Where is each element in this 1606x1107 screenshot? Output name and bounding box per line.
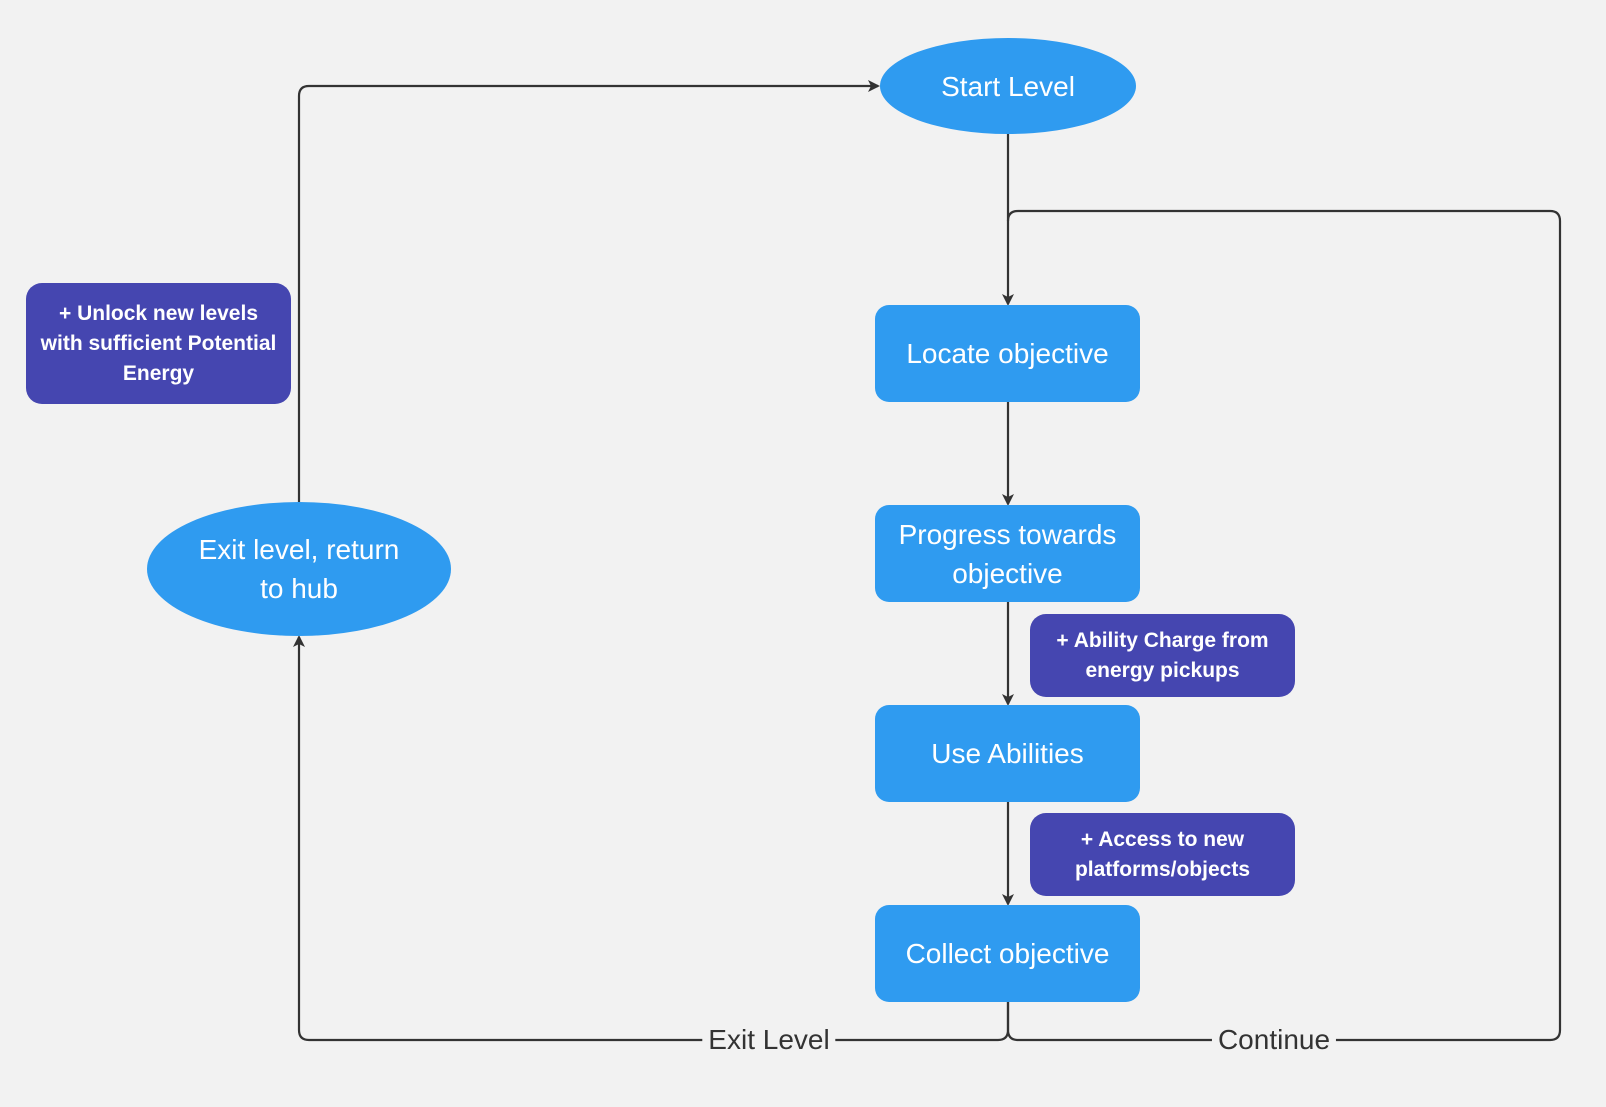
collect-objective-node: Collect objective: [875, 905, 1140, 1002]
connector-exit-level: [293, 635, 1010, 1042]
exit-level-return-label: Exit level, return to hub: [198, 534, 400, 604]
access-platforms-note-text: + Access to new platforms/objects: [1074, 827, 1251, 881]
progress-towards-objective-label: Progress towards objective: [898, 518, 1117, 589]
use-abilities-node: Use Abilities: [875, 705, 1140, 802]
exit-level-return-node: Exit level, return to hub: [147, 502, 451, 636]
progress-towards-objective-node: Progress towards objective: [875, 505, 1140, 602]
unlock-levels-note: + Unlock new levels with sufficient Pote…: [26, 283, 291, 404]
start-level-node: Start Level: [880, 38, 1136, 134]
locate-objective-label: Locate objective: [906, 338, 1109, 369]
access-platforms-note: + Access to new platforms/objects: [1030, 813, 1295, 896]
start-level-label: Start Level: [941, 70, 1075, 102]
ability-charge-note-text: + Ability Charge from energy pickups: [1056, 628, 1269, 682]
unlock-levels-note-text: + Unlock new levels with sufficient Pote…: [40, 301, 277, 385]
ability-charge-note: + Ability Charge from energy pickups: [1030, 614, 1295, 697]
continue-edge-label: Continue: [1211, 1023, 1337, 1057]
exit-level-edge-label: Exit Level: [702, 1023, 836, 1057]
use-abilities-label: Use Abilities: [931, 738, 1084, 769]
collect-objective-label: Collect objective: [905, 938, 1110, 969]
connector-continue-loop: [1006, 209, 1562, 1042]
connector-hub-to-start: [297, 80, 880, 502]
locate-objective-node: Locate objective: [875, 305, 1140, 402]
